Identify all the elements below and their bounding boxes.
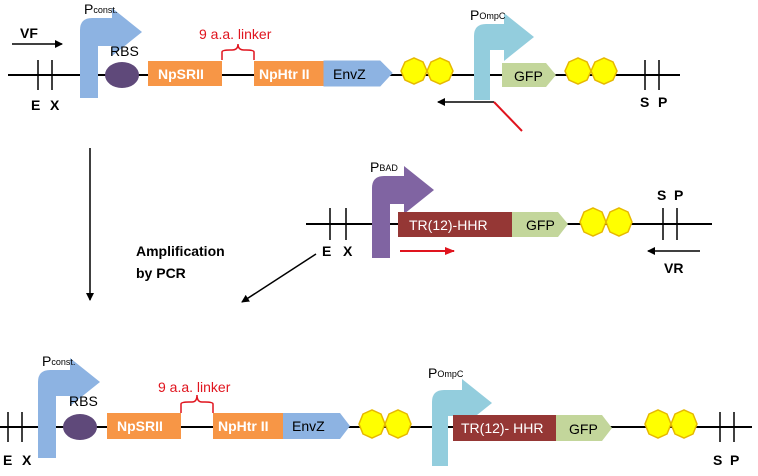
row1-gfp-label: GFP: [514, 68, 543, 84]
row3-nphtrii-label: NpHtr II: [218, 418, 269, 434]
row2-gfp-box: [512, 212, 568, 237]
row1-red-slash: [493, 101, 523, 132]
row3-npsrii-label: NpSRII: [117, 418, 163, 434]
row1-envz-box: [323, 60, 393, 87]
row1-site-p-label: P: [658, 94, 667, 110]
row1-npsrii-box: [148, 61, 222, 86]
row1-terminator-3: [564, 57, 592, 85]
row3-promoter-const-label: Pconst.: [42, 353, 75, 369]
row2-promoter-bad-label: PBAD: [370, 159, 398, 175]
row2-terminator-2: [605, 207, 633, 237]
row3-tr12-hhr-box: [453, 415, 556, 441]
amplification-label-line2: by PCR: [136, 265, 186, 281]
row3-terminator-4: [670, 409, 698, 439]
row3-envz-label: EnvZ: [292, 418, 325, 434]
row1-gfp-box: [502, 63, 556, 87]
row2-site-x-label: X: [343, 243, 353, 259]
row1-promoter-const-label: Pconst.: [84, 1, 117, 17]
row1-rbs-label: RBS: [110, 43, 139, 59]
row3-envz-box: [283, 413, 350, 439]
row2-tr12-hhr-label: TR(12)-HHR: [409, 217, 488, 233]
row3-terminator-1: [358, 409, 386, 439]
row3-rbs-label: RBS: [69, 393, 98, 409]
row3-gfp-box: [556, 415, 612, 441]
row2-gfp-label: GFP: [526, 217, 555, 233]
row1-promoter-const-arrow: [80, 8, 142, 98]
row3-rbs-shape: [63, 414, 97, 440]
row1-construct: E X VF Pconst. RBS NpSRII 9 a.a. linker …: [8, 1, 680, 132]
row2-primer-vr-label: VR: [664, 260, 683, 276]
row3-linker-brace: [180, 394, 214, 413]
row3-site-x-label: X: [22, 452, 32, 468]
row1-site-x-label: X: [50, 97, 60, 113]
row1-promoter-ompc-arrow: [474, 13, 534, 100]
flow-arrow-diagonal: [241, 253, 317, 303]
row1-terminator-4: [590, 57, 618, 85]
amplification-label-line1: Amplification: [136, 243, 225, 259]
row1-terminator-1: [400, 57, 428, 85]
row3-linker-label: 9 a.a. linker: [158, 379, 231, 395]
row2-tr12-hhr-box: [398, 212, 512, 237]
row3-nphtrii-box: [213, 413, 283, 439]
row1-linker-brace: [221, 43, 255, 60]
row2-terminator-1: [579, 207, 607, 237]
row2-promoter-bad-arrow: [372, 166, 434, 258]
row3-terminator-2: [384, 409, 412, 439]
row3-npsrii-box: [107, 413, 181, 439]
row1-terminator-2: [426, 57, 454, 85]
row3-gfp-label: GFP: [569, 421, 598, 437]
row3-site-e-label: E: [3, 452, 12, 468]
row1-nphtrii-box: [254, 61, 324, 86]
row2-construct: E X PBAD TR(12)-HHR GFP S P VR: [306, 159, 712, 276]
row3-construct: E X Pconst. RBS NpSRII 9 a.a. linker NpH…: [0, 353, 752, 468]
row1-npsrii-label: NpSRII: [158, 66, 204, 82]
row3-promoter-const-arrow: [38, 358, 100, 458]
row1-rbs-shape: [105, 62, 139, 88]
row1-promoter-ompc-label: POmpC: [470, 7, 506, 23]
row1-linker-label: 9 a.a. linker: [199, 26, 272, 42]
row1-site-e-label: E: [31, 97, 40, 113]
row1-site-s-label: S: [640, 94, 649, 110]
row1-nphtrii-label: NpHtr II: [259, 66, 310, 82]
row3-site-s-label: S: [713, 452, 722, 468]
row2-site-s-label: S: [657, 187, 666, 203]
row3-promoter-ompc-label: POmpC: [428, 365, 464, 381]
row1-envz-label: EnvZ: [333, 66, 366, 82]
row3-tr12-hhr-label: TR(12)- HHR: [461, 420, 543, 436]
row2-site-e-label: E: [322, 243, 331, 259]
row3-site-p-label: P: [730, 452, 739, 468]
row2-site-p-label: P: [674, 187, 683, 203]
row1-primer-vf-label: VF: [20, 25, 38, 41]
row3-terminator-3: [644, 409, 672, 439]
